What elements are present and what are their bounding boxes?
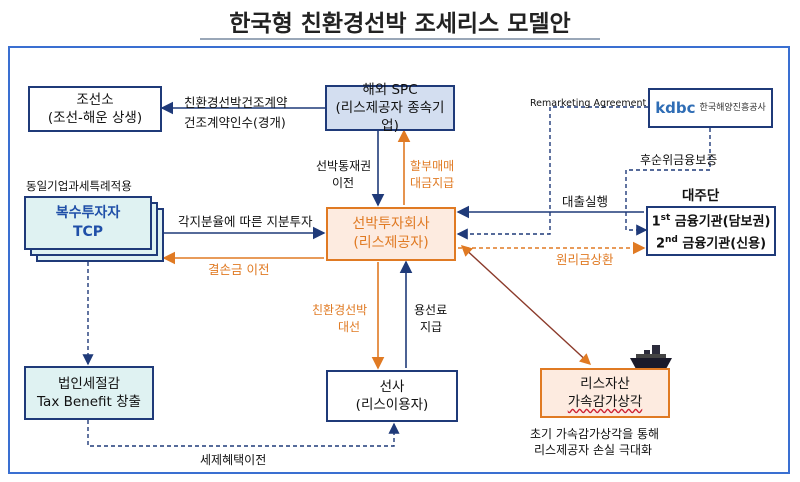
- label-contract2: 건조계약인수(경개): [184, 115, 286, 130]
- tcp-title: 복수투자자: [55, 205, 121, 221]
- lender-box: 1st 금융기관(담보권) 2nd 금융기관(신용): [646, 206, 776, 256]
- title-underline: [200, 38, 600, 40]
- tax-benefit-title: 법인세절감: [57, 376, 121, 392]
- ship-investment-title: 선박투자회사: [352, 216, 430, 232]
- label-repay: 원리금상환: [556, 252, 614, 267]
- lease-asset-box: 리스자산 가속감가상각: [540, 368, 670, 418]
- ship-investment-subtitle: (리스제공자): [353, 235, 429, 251]
- tax-benefit-box: 법인세절감 Tax Benefit 창출: [24, 366, 154, 420]
- label-hire2: 지급: [420, 320, 443, 334]
- spc-box: 해외 SPC (리스제공자 종속기업): [325, 82, 455, 134]
- label-loss: 결손금 이전: [208, 262, 270, 277]
- lender-line2: 2nd 금융기관(신용): [655, 235, 767, 252]
- tcp-subtitle: TCP: [72, 224, 104, 240]
- label-note2: 리스제공자 손실 극대화: [534, 443, 653, 457]
- label-charter1: 친환경선박: [312, 303, 368, 317]
- label-note1: 초기 가속감가상각을 통해: [530, 427, 660, 441]
- lease-asset-subtitle: 가속감가상각: [567, 394, 643, 410]
- shipyard-subtitle: (조선-해운 상생): [47, 110, 143, 126]
- spc-title: 해외 SPC: [362, 82, 418, 98]
- label-hire1: 용선료: [414, 303, 448, 317]
- kdbc-name: 한국해양진흥공사: [699, 103, 766, 113]
- lease-asset-title: 리스자산: [580, 376, 630, 392]
- label-loan: 대출실행: [562, 194, 609, 209]
- shipyard-title: 조선소: [76, 92, 114, 108]
- shipowner-title: 선사: [379, 379, 405, 395]
- arrow-guarantee: [625, 128, 711, 236]
- arrow-taxbenefit: [87, 420, 400, 447]
- kdbc-box: kdbc 한국해양진흥공사: [648, 88, 773, 128]
- label-taxbenefit: 세제혜택이전: [200, 453, 267, 467]
- tcp-box: 복수투자자 TCP: [24, 196, 152, 250]
- label-guarantee: 후순위금융보증: [640, 153, 718, 167]
- ship-icon: [630, 345, 672, 369]
- diagram-frame: [8, 46, 790, 474]
- label-installment2: 대금지급: [410, 176, 455, 190]
- tax-benefit-subtitle: Tax Benefit 창출: [37, 394, 141, 410]
- shipyard-box: 조선소 (조선-해운 상생): [28, 86, 162, 132]
- label-contract1: 친환경선박건조계약: [184, 95, 288, 110]
- label-equity: 각지분율에 따른 지분투자: [178, 214, 313, 229]
- page-title: 한국형 친환경선박 조세리스 모델안: [229, 11, 571, 37]
- label-ownership2: 이전: [332, 176, 355, 190]
- kdbc-logo: kdbc: [655, 99, 696, 117]
- lender-label: 대주단: [682, 188, 720, 204]
- label-installment1: 할부매매: [410, 159, 455, 173]
- label-consolidated: 동일기업과세특례적용: [26, 179, 132, 193]
- arrow-lease-asset: [460, 245, 592, 365]
- lender-line1: 1st 금융기관(담보권): [651, 212, 771, 229]
- label-remarketing: Remarketing Agreement: [530, 98, 647, 109]
- ship-investment-box: 선박투자회사 (리스제공자): [326, 207, 456, 261]
- spc-subtitle: (리스제공자 종속기업): [335, 100, 445, 134]
- arrow-remarketing: [456, 106, 648, 240]
- shipowner-subtitle: (리스이용자): [355, 397, 429, 413]
- shipowner-box: 선사 (리스이용자): [326, 370, 458, 422]
- label-charter2: 대선: [338, 320, 361, 334]
- label-ownership1: 선박통재권: [316, 159, 372, 173]
